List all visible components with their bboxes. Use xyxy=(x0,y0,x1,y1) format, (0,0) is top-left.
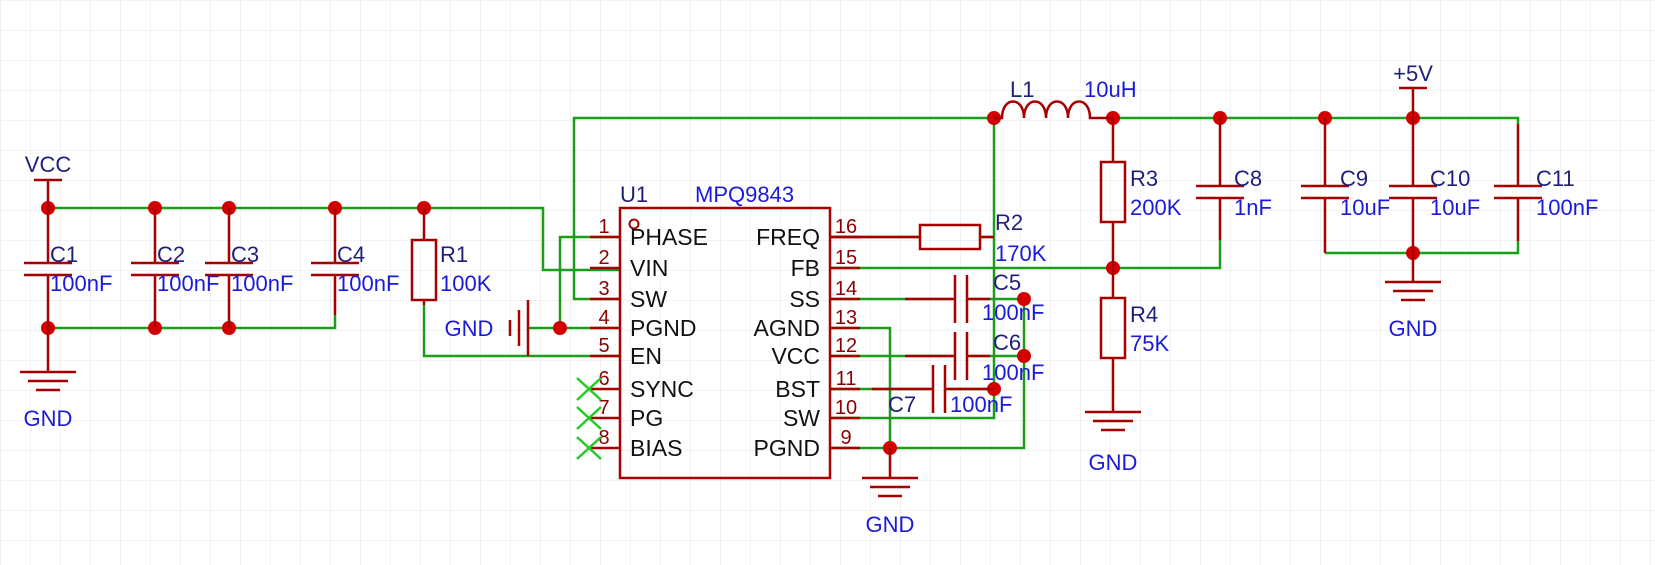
gnd-label-input: GND xyxy=(24,406,73,431)
capacitor-c7[interactable]: C7 100nF xyxy=(872,365,1012,417)
pin-name-vcc: VCC xyxy=(771,343,820,369)
c1-value: 100nF xyxy=(50,271,112,296)
pin-name-pg: PG xyxy=(630,405,663,431)
capacitor-c9[interactable]: C9 10uF xyxy=(1301,118,1390,253)
pin-name-vin: VIN xyxy=(630,255,668,281)
pin-num-3: 3 xyxy=(598,278,609,300)
r1-ref: R1 xyxy=(440,242,468,267)
c5-ref: C5 xyxy=(993,270,1021,295)
c10-ref: C10 xyxy=(1430,166,1470,191)
pin-name-pgnd-left: PGND xyxy=(630,315,696,341)
vcc-power-symbol[interactable]: VCC xyxy=(25,152,72,208)
r2-ref: R2 xyxy=(995,210,1023,235)
pin-num-13: 13 xyxy=(835,307,857,329)
no-connect-markers xyxy=(576,377,602,460)
gnd-label-horizontal: GND xyxy=(445,316,494,341)
resistor-r1[interactable]: R1 100K xyxy=(410,208,492,305)
pin-num-1: 1 xyxy=(598,216,609,238)
c1-ref: C1 xyxy=(50,242,78,267)
r1-value: 100K xyxy=(440,271,492,296)
r3-ref: R3 xyxy=(1130,166,1158,191)
pin-name-freq: FREQ xyxy=(756,224,820,250)
v5-net-label: +5V xyxy=(1393,61,1433,86)
capacitor-c4[interactable]: C4 100nF xyxy=(311,208,399,315)
c9-value: 10uF xyxy=(1340,195,1390,220)
resistor-r3[interactable]: R3 200K xyxy=(1099,118,1182,268)
r2-value: 170K xyxy=(995,241,1047,266)
ic-part: MPQ9843 xyxy=(695,182,794,207)
vcc-net-label: VCC xyxy=(25,152,72,177)
pin-name-bst: BST xyxy=(775,376,820,402)
capacitor-c10[interactable]: C10 10uF xyxy=(1389,118,1480,253)
c11-value: 100nF xyxy=(1536,195,1598,220)
pin-num-9: 9 xyxy=(840,427,851,449)
capacitor-c2[interactable]: C2 100nF xyxy=(131,208,219,328)
pin-name-sw-right: SW xyxy=(783,405,820,431)
v5-power-symbol[interactable]: +5V xyxy=(1393,61,1433,118)
pin-num-12: 12 xyxy=(835,335,857,357)
gnd-symbol-ic[interactable]: GND xyxy=(862,448,918,537)
c8-value: 1nF xyxy=(1234,195,1272,220)
c3-value: 100nF xyxy=(231,271,293,296)
gnd-symbol-input[interactable]: GND xyxy=(20,328,76,431)
r3-value: 200K xyxy=(1130,195,1182,220)
c2-ref: C2 xyxy=(157,242,185,267)
c5-value: 100nF xyxy=(982,300,1044,325)
capacitor-c5[interactable]: C5 100nF xyxy=(905,270,1044,325)
c4-value: 100nF xyxy=(337,271,399,296)
pin-num-7: 7 xyxy=(598,397,609,419)
r4-ref: R4 xyxy=(1130,302,1158,327)
c7-value: 100nF xyxy=(950,392,1012,417)
pin-name-sw-left: SW xyxy=(630,286,667,312)
c4-ref: C4 xyxy=(337,242,365,267)
c3-ref: C3 xyxy=(231,242,259,267)
capacitor-c8[interactable]: C8 1nF xyxy=(1196,118,1272,240)
resistor-r4[interactable]: R4 75K xyxy=(1099,268,1169,412)
c8-ref: C8 xyxy=(1234,166,1262,191)
pin-num-4: 4 xyxy=(598,307,609,329)
pin-num-8: 8 xyxy=(598,427,609,449)
c7-ref: C7 xyxy=(888,392,916,417)
l1-ref: L1 xyxy=(1010,77,1034,102)
pin-name-agnd: AGND xyxy=(754,315,820,341)
gnd-symbol-r4[interactable]: GND xyxy=(1085,410,1141,475)
inductor-l1[interactable]: L1 10uH xyxy=(994,77,1137,120)
pin-name-sync: SYNC xyxy=(630,376,694,402)
pin-num-15: 15 xyxy=(835,247,857,269)
capacitor-c6[interactable]: C6 100nF xyxy=(905,330,1044,385)
c6-ref: C6 xyxy=(993,330,1021,355)
gnd-symbol-output[interactable]: GND xyxy=(1385,253,1441,341)
gnd-label-r4: GND xyxy=(1089,450,1138,475)
pin-num-2: 2 xyxy=(598,247,609,269)
capacitor-c3[interactable]: C3 100nF xyxy=(205,208,293,328)
c6-value: 100nF xyxy=(982,360,1044,385)
pin-num-6: 6 xyxy=(598,368,609,390)
r4-value: 75K xyxy=(1130,331,1169,356)
c11-ref: C11 xyxy=(1536,166,1575,191)
pin-name-bias: BIAS xyxy=(630,435,682,461)
pin-num-5: 5 xyxy=(598,335,609,357)
pin-num-10: 10 xyxy=(835,397,857,419)
capacitor-c11[interactable]: C11 100nF xyxy=(1494,124,1598,241)
pin-num-14: 14 xyxy=(835,278,857,300)
l1-value: 10uH xyxy=(1084,77,1137,102)
c10-value: 10uF xyxy=(1430,195,1480,220)
pin-num-11: 11 xyxy=(836,368,857,390)
capacitor-c1[interactable]: C1 100nF xyxy=(24,208,112,328)
pin-name-fb: FB xyxy=(791,255,820,281)
pin-num-16: 16 xyxy=(835,216,857,238)
pin-name-phase: PHASE xyxy=(630,224,708,250)
pin-name-pgnd-right: PGND xyxy=(754,435,820,461)
gnd-label-ic: GND xyxy=(866,512,915,537)
ic-ref: U1 xyxy=(620,182,648,207)
pin-name-ss: SS xyxy=(789,286,820,312)
gnd-symbol-horizontal[interactable]: GND xyxy=(445,300,530,356)
gnd-label-output: GND xyxy=(1389,316,1438,341)
ic-u1[interactable]: U1 MPQ9843 1 2 3 4 5 6 7 8 PHASE VIN SW … xyxy=(590,182,860,480)
resistor-r2[interactable]: R2 170K xyxy=(830,210,1047,266)
c9-ref: C9 xyxy=(1340,166,1368,191)
pin-name-en: EN xyxy=(630,343,662,369)
